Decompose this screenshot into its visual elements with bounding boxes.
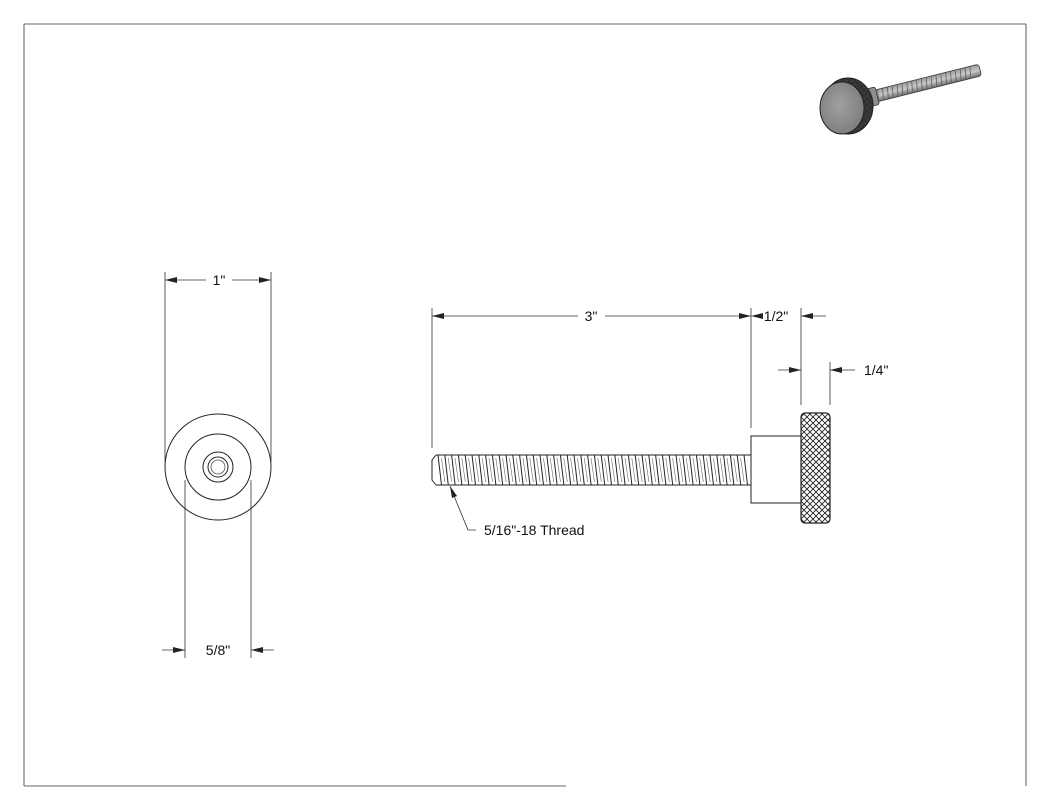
end-view-shoulder-outline xyxy=(184,433,252,501)
thread-spec-label: 5/16"-18 Thread xyxy=(484,522,584,538)
end-view: 1" 5/8" xyxy=(162,272,274,658)
side-view-shoulder xyxy=(750,435,802,504)
shoulder-length-dimension: 1/2" xyxy=(751,308,826,405)
isometric-preview xyxy=(819,64,982,135)
end-view-thread-outer xyxy=(202,451,234,483)
head-thickness-label: 1/4" xyxy=(864,362,888,378)
side-view-thread xyxy=(431,454,751,486)
head-diameter-label: 1" xyxy=(213,272,226,288)
end-view-thread-inner xyxy=(207,456,229,478)
drawing-border xyxy=(23,23,1027,787)
thread-length-label: 3" xyxy=(585,308,598,324)
head-diameter-dimension: 1" xyxy=(164,272,272,462)
end-view-head-outline xyxy=(164,413,272,521)
shoulder-length-label: 1/2" xyxy=(764,308,788,324)
head-thickness-dimension: 1/4" xyxy=(778,362,888,405)
side-view: 3" 1/2" 1/4" 5/16"-18 Thread xyxy=(431,308,888,538)
iso-head-face xyxy=(819,81,865,135)
shoulder-diameter-dimension: 5/8" xyxy=(162,480,274,658)
side-view-knurled-head xyxy=(800,412,831,524)
shoulder-diameter-label: 5/8" xyxy=(206,642,230,658)
thread-callout: 5/16"-18 Thread xyxy=(449,485,584,538)
thread-length-dimension: 3" xyxy=(431,308,752,448)
